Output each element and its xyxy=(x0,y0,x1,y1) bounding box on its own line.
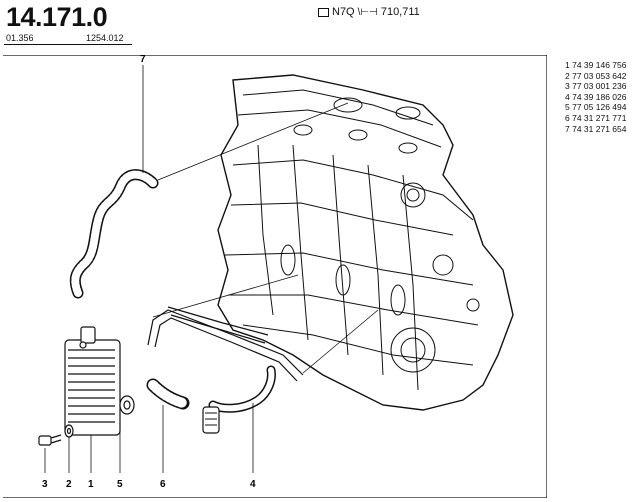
callout-4: 4 xyxy=(250,479,256,490)
callout-6: 6 xyxy=(160,479,166,490)
page-number: 14.171.0 xyxy=(6,2,108,32)
breather-hoses xyxy=(147,306,304,382)
engine-block-illustration xyxy=(217,74,514,411)
callout-3: 3 xyxy=(42,479,48,490)
hose-item-7 xyxy=(69,169,159,299)
engine-box-icon xyxy=(318,7,329,17)
engine-variants-text: 710,711 xyxy=(380,6,420,18)
bolt-item-3 xyxy=(38,434,62,446)
grommet-item-5 xyxy=(119,395,135,415)
washer-item-2 xyxy=(64,424,74,438)
header-rule xyxy=(4,44,132,45)
hose-item-4 xyxy=(202,365,276,434)
parts-list-row-1: 1 74 39 146 756 xyxy=(565,60,627,70)
parts-list-row-2: 2 77 03 053 642 xyxy=(565,70,627,81)
callout-7: 7 xyxy=(140,55,146,65)
leader-lines xyxy=(44,65,379,473)
diagram-frame: 7 3 2 1 5 6 4 xyxy=(3,55,547,498)
parts-list-row-6: 6 74 31 271 771 xyxy=(565,112,627,123)
elbow-hose-item-6 xyxy=(146,378,190,410)
callout-2: 2 xyxy=(66,479,72,490)
parts-list-row-3: 3 77 03 001 236 xyxy=(565,81,627,92)
separator-icon: \⊢⊣ xyxy=(357,6,378,18)
parts-list-row-7: 7 74 31 271 654 xyxy=(565,123,627,134)
engine-code-text: N7Q xyxy=(332,6,355,18)
engine-code: N7Q \⊢⊣ 710,711 xyxy=(318,6,420,18)
parts-list-row-4: 4 74 39 186 026 xyxy=(565,91,627,102)
callout-5: 5 xyxy=(117,479,123,490)
sub-code-left: 01.356 xyxy=(6,33,34,43)
parts-list: 1 74 39 146 756 2 77 03 053 642 3 77 03 … xyxy=(565,60,626,134)
sub-code-right: 1254.012 xyxy=(86,33,124,43)
parts-list-row-5: 5 77 05 126 494 xyxy=(565,102,627,113)
oil-separator-item-1 xyxy=(64,326,121,436)
callout-1: 1 xyxy=(88,479,94,490)
